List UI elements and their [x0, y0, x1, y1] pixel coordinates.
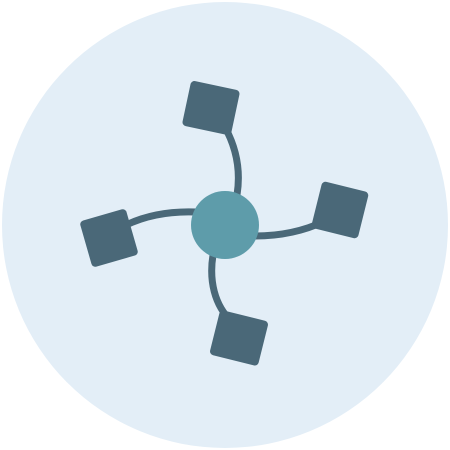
hub-circle	[191, 191, 259, 259]
node-bottom	[210, 310, 268, 366]
node-right	[311, 181, 369, 239]
node-left	[80, 209, 138, 267]
connector-left	[120, 208, 200, 230]
node-top	[182, 81, 240, 135]
